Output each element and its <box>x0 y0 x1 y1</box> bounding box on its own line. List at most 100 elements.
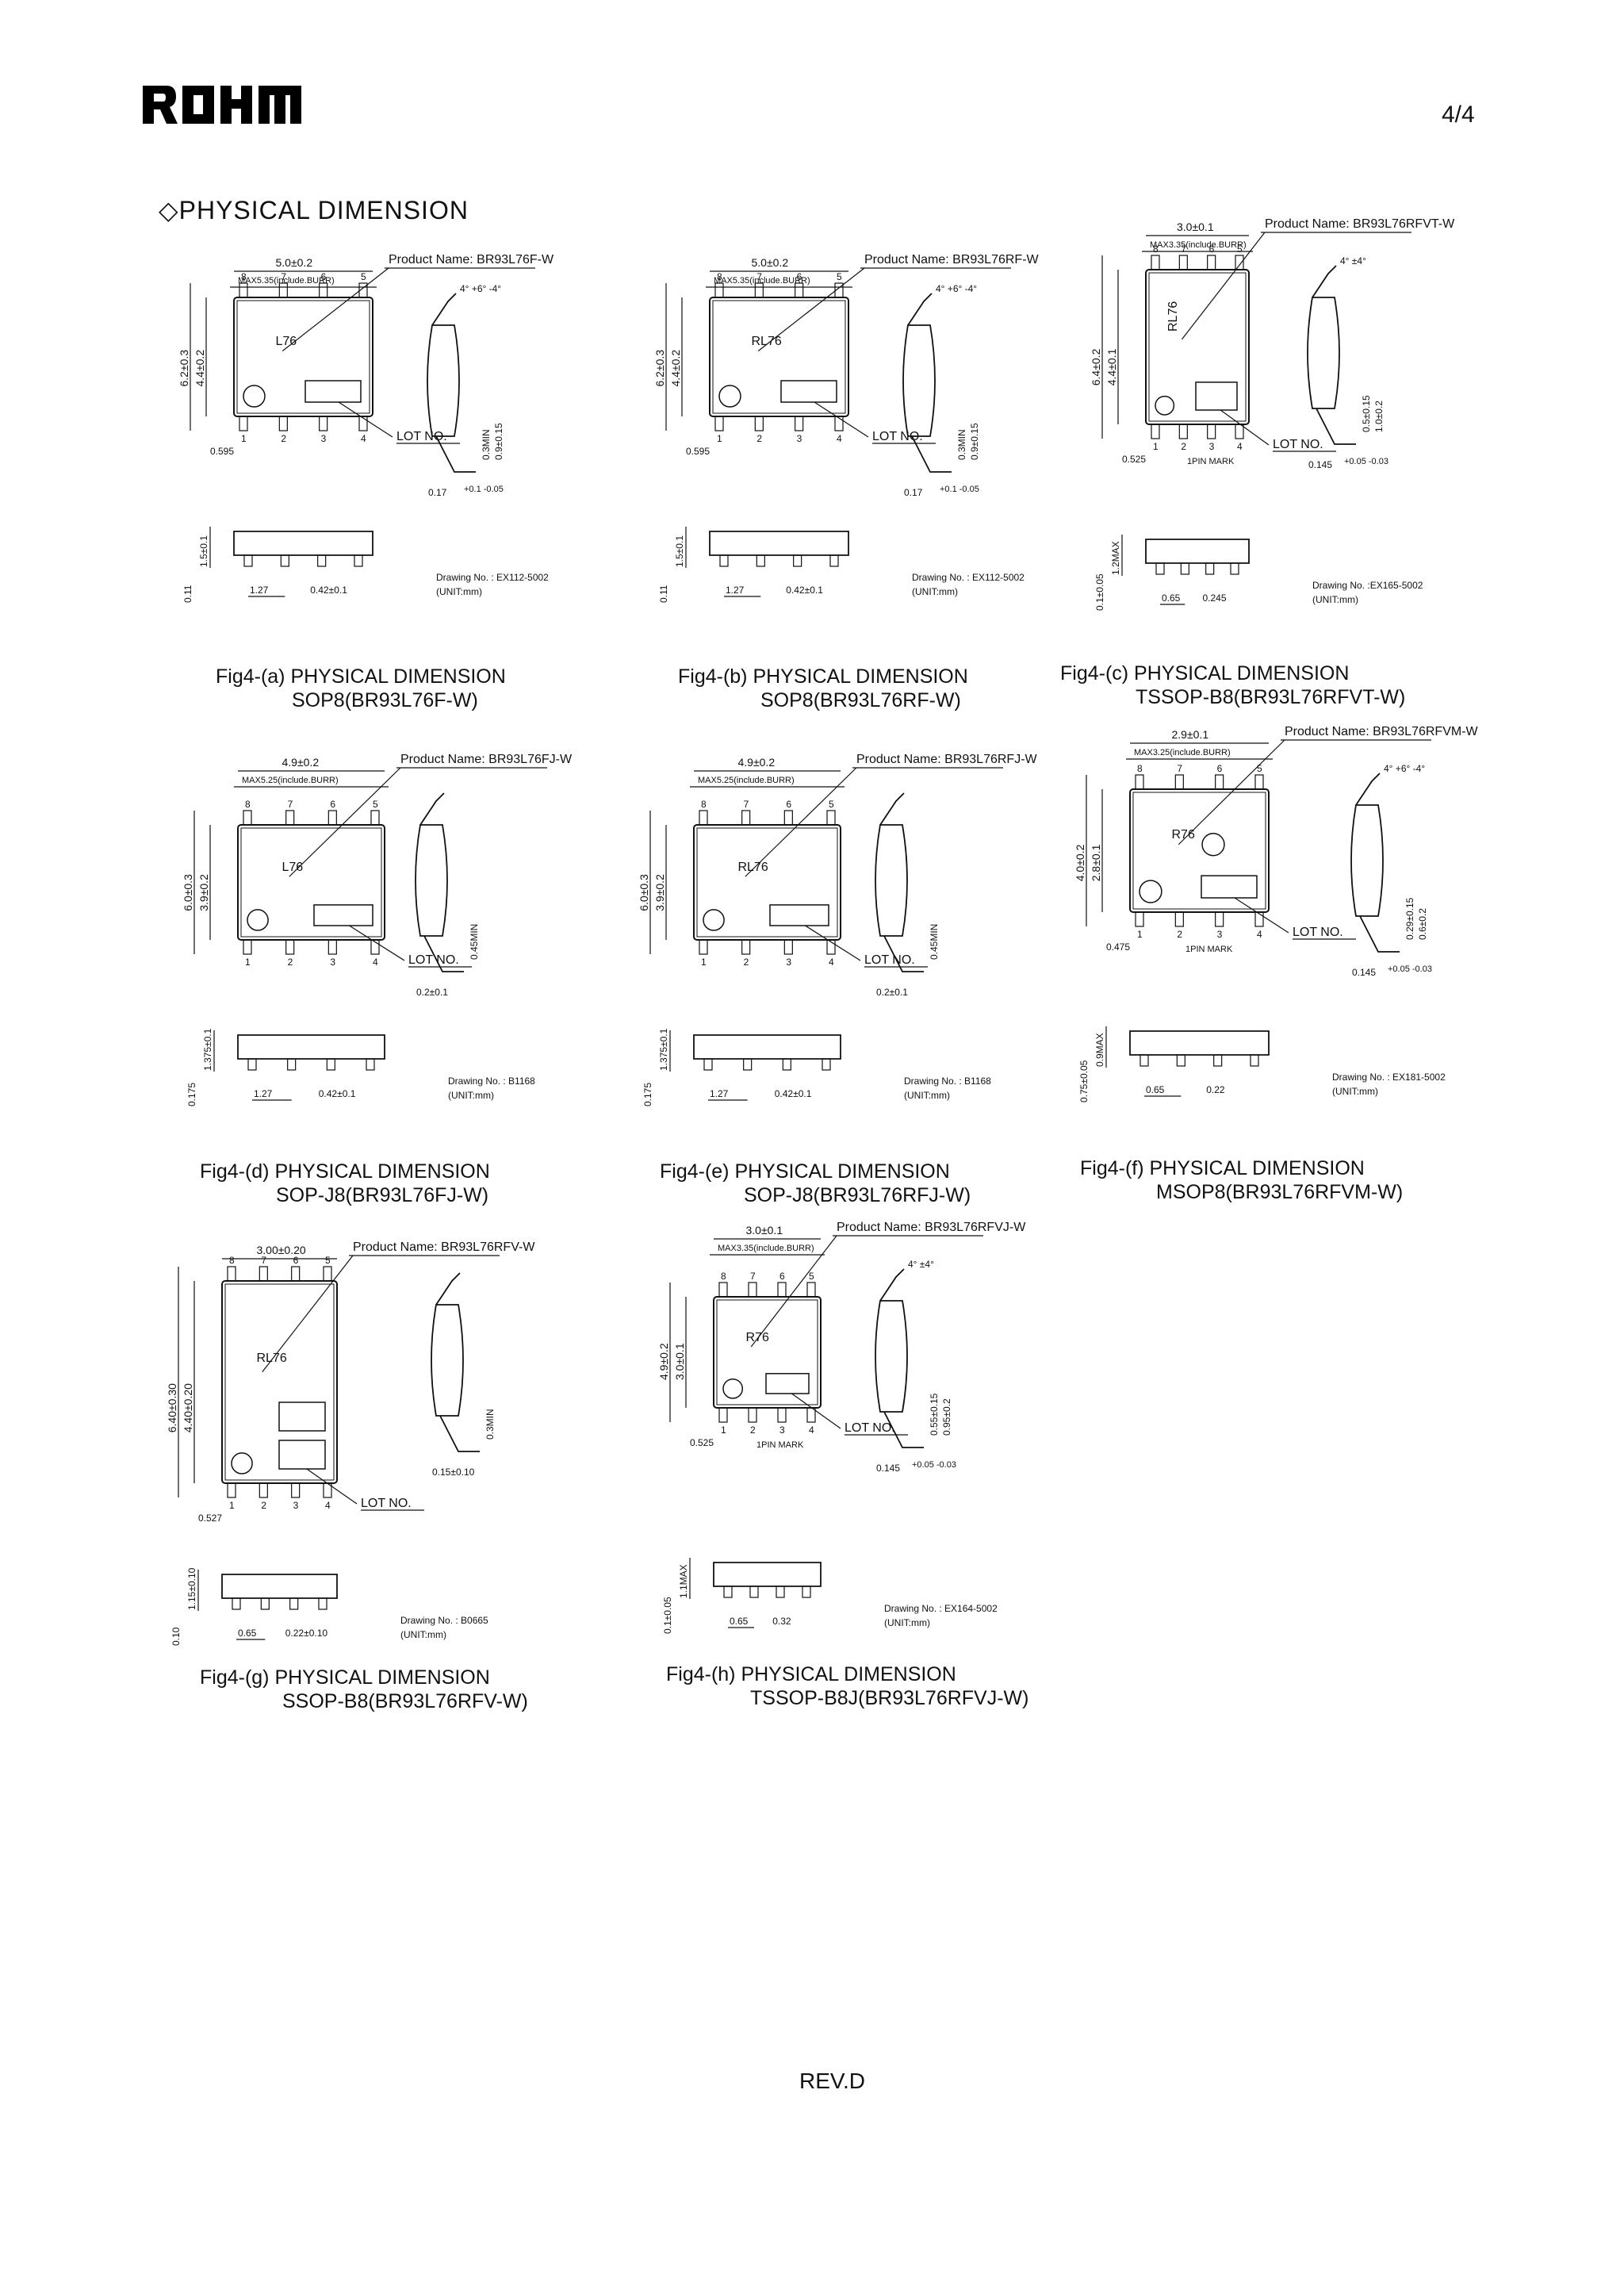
dim-edge: 0.595 <box>686 446 710 457</box>
pin-number-bottom: 1 <box>701 957 707 968</box>
pin-number-bottom: 3 <box>786 957 791 968</box>
lead-top <box>826 810 836 826</box>
bottom-view <box>693 1034 841 1060</box>
package-marking: L76 <box>276 335 297 348</box>
lead-bottom <box>291 1482 301 1498</box>
dim-max: MAX3.35(include.BURR) <box>1150 240 1247 250</box>
pin-number-top: 8 <box>701 799 707 810</box>
bottom-lead <box>1180 562 1189 575</box>
dim-pitch: 0.65 <box>730 1616 749 1627</box>
bottom-lead <box>802 1586 811 1598</box>
lead-bottom <box>327 939 337 955</box>
rohm-logo-mark <box>143 86 301 124</box>
pin-number-bottom: 2 <box>1177 929 1182 940</box>
pin-number-top: 6 <box>293 1255 299 1266</box>
lead-top <box>1135 774 1144 790</box>
caption-b-line2: SOP8(BR93L76RF-W) <box>760 689 961 711</box>
bottom-view <box>1129 1030 1270 1056</box>
lot-no-label: LOT NO. <box>872 430 923 443</box>
bottom-lead <box>326 1058 335 1071</box>
package-body <box>233 297 373 417</box>
lead-bottom <box>718 1407 728 1423</box>
lead-bottom <box>227 1482 236 1498</box>
dim-t3-tol: +0.05 -0.03 <box>1344 457 1388 466</box>
dim-thick: 1.375±0.1 <box>202 1028 213 1071</box>
bottom-view <box>233 531 373 556</box>
side-view <box>427 293 476 473</box>
bottom-lead <box>829 554 839 567</box>
pin1-circle <box>722 1378 744 1399</box>
lead-top <box>718 1282 728 1298</box>
dim-pitch: 1.27 <box>250 585 269 596</box>
bottom-lead <box>1176 1054 1185 1067</box>
pin-number-top: 6 <box>779 1271 785 1282</box>
lead-top <box>259 1266 268 1282</box>
dim-h1: 4.9±0.2 <box>657 1343 670 1380</box>
lot-box-2 <box>278 1401 326 1432</box>
lead-top <box>323 1266 332 1282</box>
dim-width: 4.9±0.2 <box>282 756 320 769</box>
dim-max: MAX5.35(include.BURR) <box>238 276 335 286</box>
pin-number-bottom: 3 <box>1217 929 1223 940</box>
dim-h2: 4.40±0.20 <box>182 1383 194 1432</box>
dim-h2: 3.9±0.2 <box>653 874 666 911</box>
drawing-number: Drawing No. : B1168 <box>904 1076 991 1087</box>
pin-number-bottom: 4 <box>809 1424 814 1436</box>
caption-h: Fig4-(h) PHYSICAL DIMENSION TSSOP-B8J(BR… <box>666 1662 1028 1710</box>
caption-a-line2: SOP8(BR93L76F-W) <box>292 689 478 711</box>
pin-number-top: 8 <box>241 271 247 282</box>
pin-number-bottom: 1 <box>1153 441 1159 452</box>
lot-no-label: LOT NO. <box>408 953 459 967</box>
pin-number-top: 6 <box>797 271 802 282</box>
caption-h-line1: Fig4-(h) PHYSICAL DIMENSION <box>666 1663 956 1685</box>
pin1-circle <box>703 909 725 931</box>
pin-mark-label: 1PIN MARK <box>1185 945 1233 954</box>
pin1-circle <box>247 909 269 931</box>
lead-top <box>243 810 252 826</box>
dim-t1: 0.55±0.15 <box>929 1393 940 1436</box>
bottom-lead <box>318 1597 327 1610</box>
dim-t3-tol: +0.05 -0.03 <box>912 1460 956 1470</box>
caption-e-line1: Fig4-(e) PHYSICAL DIMENSION <box>660 1160 950 1183</box>
caption-b: Fig4-(b) PHYSICAL DIMENSION SOP8(BR93L76… <box>678 665 968 712</box>
lot-box <box>769 904 829 926</box>
unit-label: (UNIT:mm) <box>436 586 482 597</box>
lead-bottom <box>1215 911 1224 927</box>
pin-number-bottom: 4 <box>829 957 834 968</box>
dim-pitch: 1.27 <box>254 1088 273 1099</box>
unit-label: (UNIT:mm) <box>904 1090 950 1101</box>
lead-bottom <box>1207 424 1216 439</box>
dim-t1: 0.45MIN <box>469 924 480 960</box>
pin-mark-label: 1PIN MARK <box>756 1440 804 1450</box>
lead-top <box>741 810 751 826</box>
pin-number-bottom: 3 <box>293 1500 299 1511</box>
bottom-lead <box>280 554 289 567</box>
pin-number-bottom: 2 <box>288 957 293 968</box>
dim-angle: 4° +6° -4° <box>460 283 501 294</box>
pin-number-top: 6 <box>321 271 327 282</box>
lead-bottom <box>1135 911 1144 927</box>
lead-top <box>291 1266 301 1282</box>
lot-leader <box>814 401 869 438</box>
lead-bottom <box>1235 424 1244 439</box>
dim-lead: 0.245 <box>1203 592 1227 604</box>
pin-number-top: 6 <box>1217 763 1223 774</box>
drawing-number: Drawing No. : B0665 <box>400 1615 488 1626</box>
pin-number-bottom: 1 <box>1137 929 1143 940</box>
bottom-view <box>237 1034 385 1060</box>
dim-width: 5.0±0.2 <box>276 256 313 269</box>
dim-t3: 0.2±0.1 <box>876 987 908 998</box>
pin-number-top: 8 <box>717 271 722 282</box>
pin-number-bottom: 1 <box>229 1500 235 1511</box>
unit-label: (UNIT:mm) <box>400 1629 446 1640</box>
caption-h-line2: TSSOP-B8J(BR93L76RFVJ-W) <box>750 1687 1029 1709</box>
package-body <box>693 824 841 941</box>
drawing-number: Drawing No. : EX112-5002 <box>436 572 549 583</box>
dim-width: 2.9±0.1 <box>1172 728 1209 741</box>
dim-width: 5.0±0.2 <box>752 256 789 269</box>
dim-h2: 2.8±0.1 <box>1090 844 1102 881</box>
dim-t2: 0.9±0.15 <box>969 423 980 460</box>
lead-bottom <box>714 416 724 431</box>
dim-thick: 1.15±0.10 <box>186 1567 197 1610</box>
